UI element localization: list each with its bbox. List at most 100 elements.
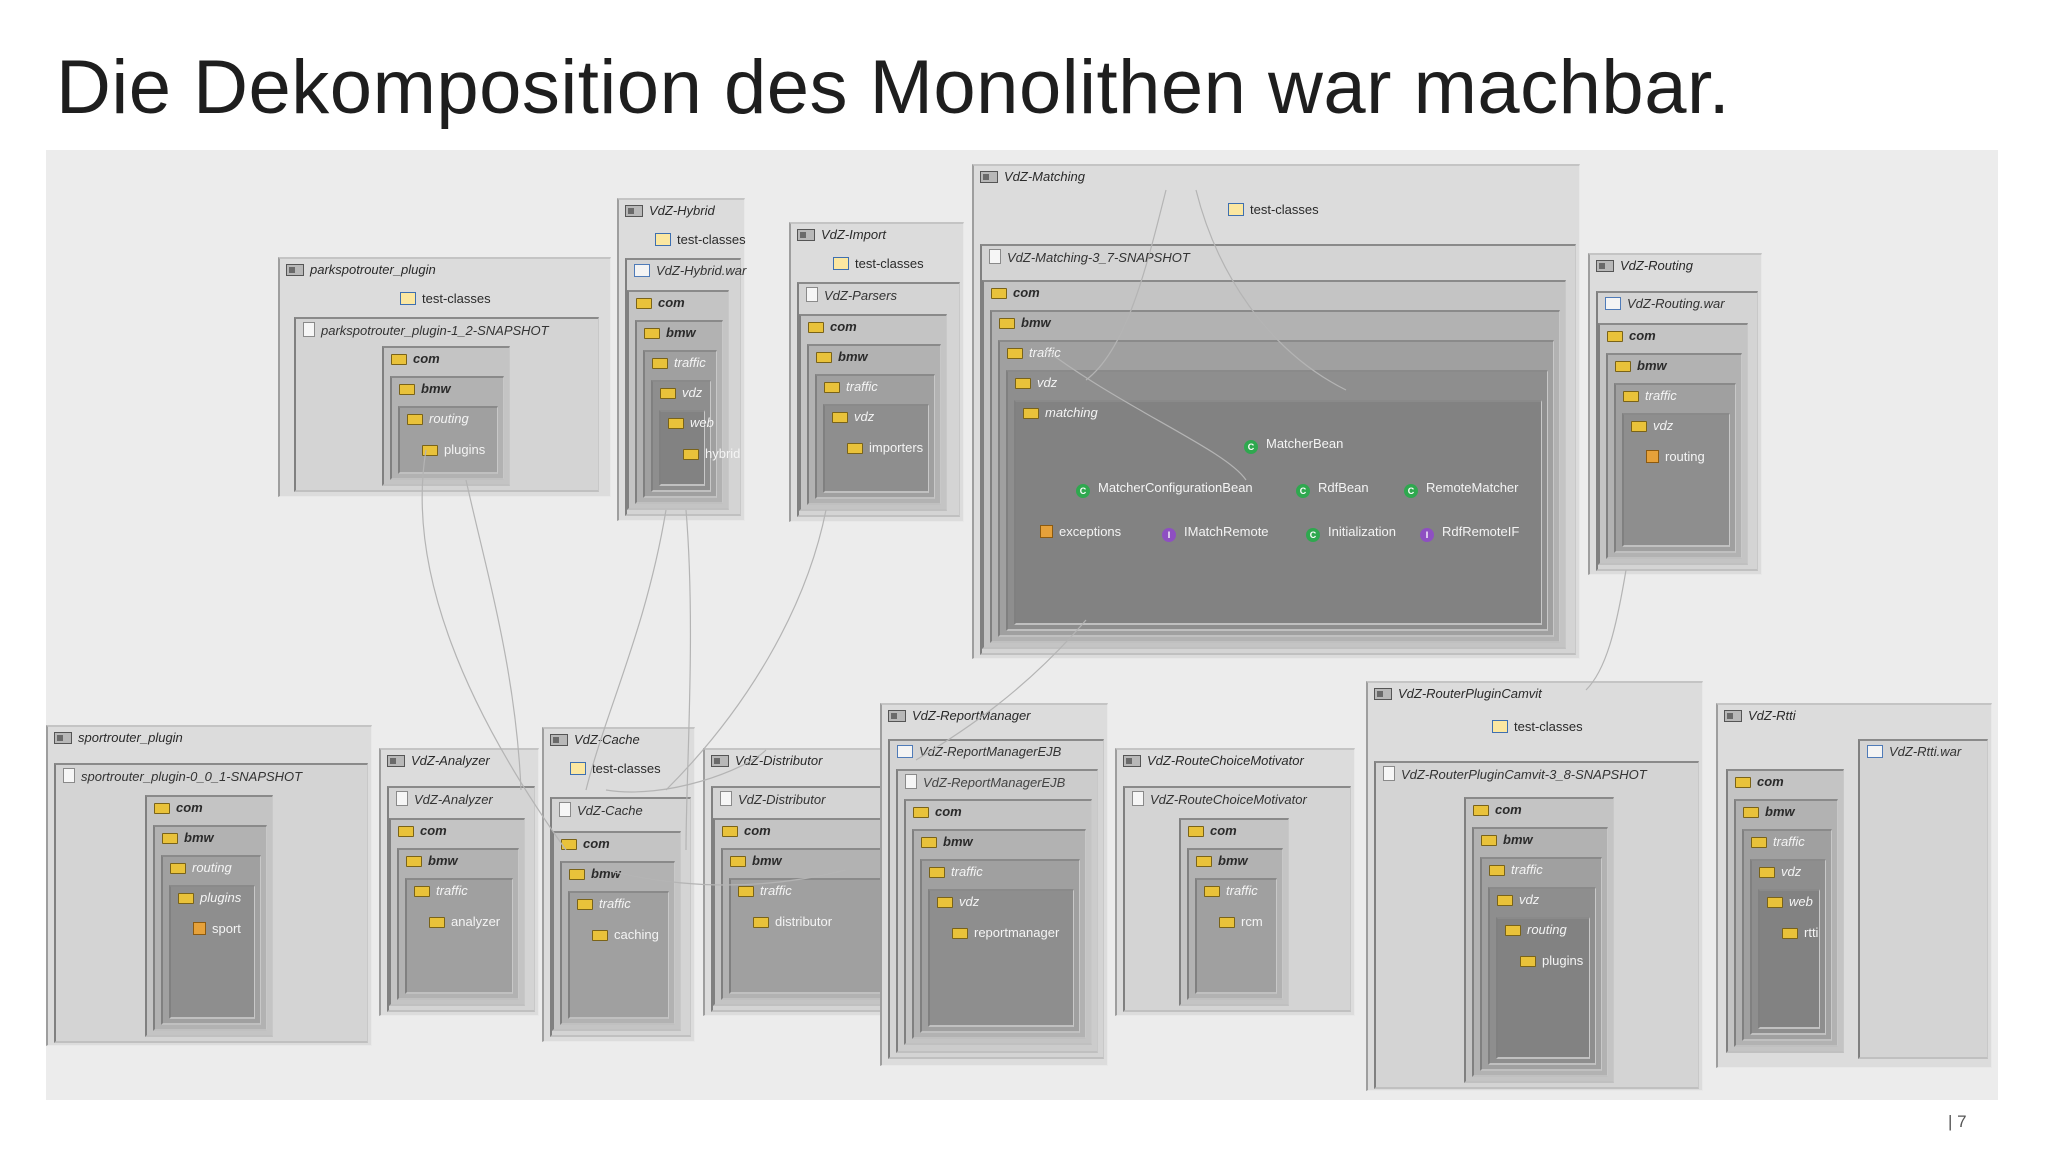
class-exceptions[interactable]: exceptions <box>1040 524 1121 539</box>
test-classes-folder[interactable]: test-classes <box>655 232 746 247</box>
test-classes-folder[interactable]: test-classes <box>1228 202 1319 217</box>
package-plugins[interactable]: plugins <box>422 442 485 457</box>
package-hybrid[interactable]: hybrid <box>683 446 740 461</box>
package-analyzer[interactable]: analyzer <box>429 914 500 929</box>
package-sport[interactable]: sport <box>193 921 241 936</box>
test-classes-folder[interactable]: test-classes <box>570 761 661 776</box>
package-rcm[interactable]: rcm <box>1219 914 1263 929</box>
test-classes-folder[interactable]: test-classes <box>833 256 924 271</box>
test-classes-folder[interactable]: test-classes <box>400 291 491 306</box>
package-rtti[interactable]: rtti <box>1782 925 1818 940</box>
package-reportmanager[interactable]: reportmanager <box>952 925 1059 940</box>
package-importers[interactable]: importers <box>847 440 923 455</box>
module-vdz-rtti[interactable]: VdZ-Rttitest-classesVdZ-Rtti.warcombmwtr… <box>1716 703 1992 1068</box>
test-classes-folder[interactable]: test-classes <box>1492 719 1583 734</box>
package-routing[interactable]: routing <box>1646 449 1705 464</box>
package-caching[interactable]: caching <box>592 927 659 942</box>
package-distributor[interactable]: distributor <box>753 914 832 929</box>
package-plugins[interactable]: plugins <box>1520 953 1583 968</box>
